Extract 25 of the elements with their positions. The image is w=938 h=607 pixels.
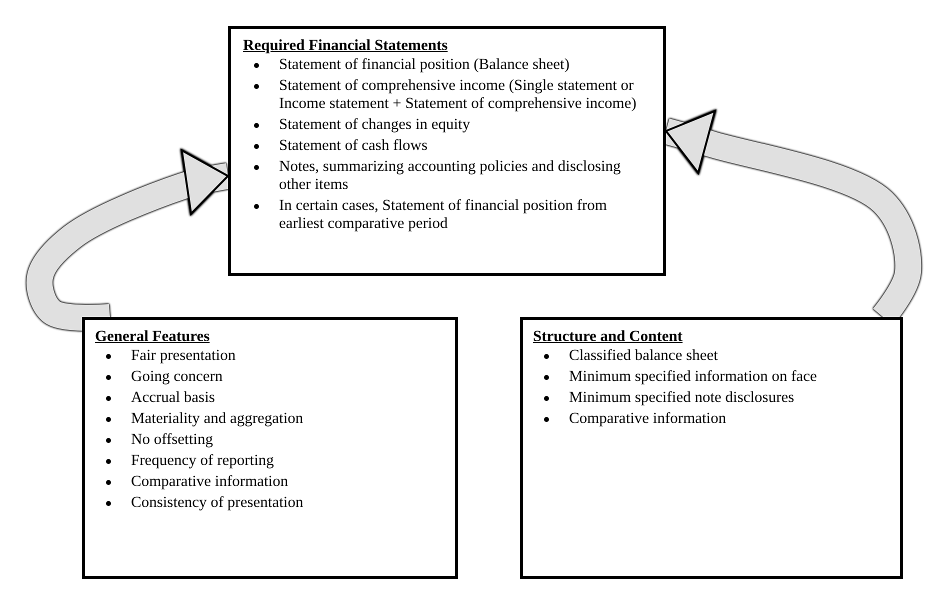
list-item: Statement of financial position (Balance sheet) xyxy=(279,56,570,73)
box-heading: General Features xyxy=(95,328,211,346)
list-item: Consistency of presentation xyxy=(131,494,304,511)
list-item: Comparative information xyxy=(569,410,726,427)
list-item: Notes, summarizing accounting policies and disclosing other items xyxy=(279,158,621,193)
list-item: Minimum specified note disclosures xyxy=(569,389,794,406)
list-item: Classified balance sheet xyxy=(569,347,718,364)
list-item: Fair presentation xyxy=(131,347,236,364)
list-item: Statement of cash flows xyxy=(279,137,428,154)
list-item: Minimum specified information on face xyxy=(569,368,817,385)
box-heading: Structure and Content xyxy=(533,328,684,346)
list-item: No offsetting xyxy=(131,431,213,448)
list-item: In certain cases, Statement of financial position from earliest comparative period xyxy=(279,197,607,232)
box-heading: Required Financial Statements xyxy=(243,37,449,55)
list-item: Frequency of reporting xyxy=(131,452,274,469)
list-item: Accrual basis xyxy=(131,389,215,406)
list-item: Comparative information xyxy=(131,473,288,490)
curved-arrow xyxy=(26,150,230,331)
list-item: Statement of changes in equity xyxy=(279,116,470,133)
text-box xyxy=(520,317,903,579)
list-item: Going concern xyxy=(131,368,223,385)
text-box xyxy=(82,317,458,579)
list-item: Materiality and aggregation xyxy=(131,410,304,427)
text-box xyxy=(228,26,666,276)
list-item: Statement of comprehensive income (Single statement or Income statement + Statement of comprehensive income) xyxy=(279,77,636,112)
